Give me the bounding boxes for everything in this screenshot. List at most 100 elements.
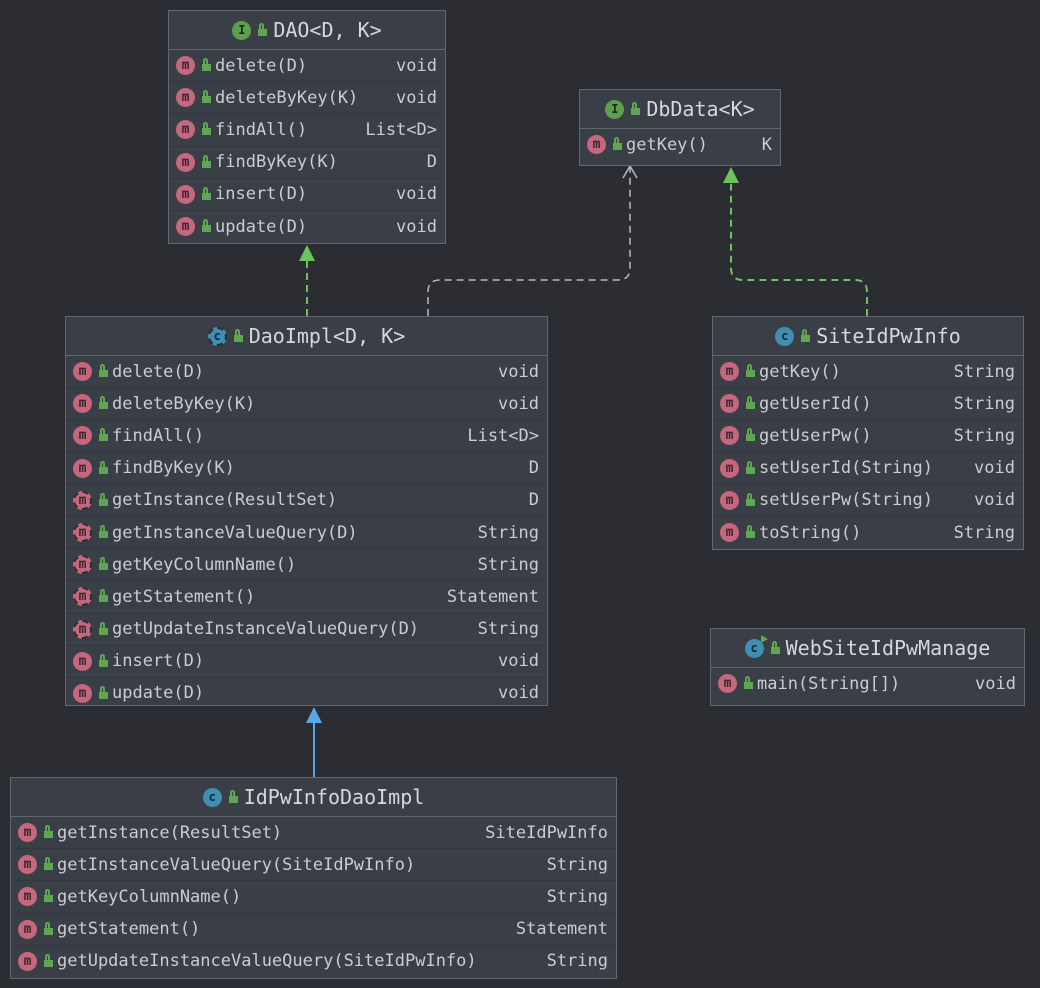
public-lock-icon [44,921,53,935]
public-lock-icon [99,492,108,506]
method-signature: getInstanceValueQuery(SiteIdPwInfo) [57,854,416,875]
method-signature: main(String[]) [757,673,901,694]
method-icon: m [176,120,195,140]
class-header: c SiteIdPwInfo [713,317,1023,356]
public-lock-icon [746,364,755,378]
method-signature: deleteByKey(K) [215,87,359,108]
method-signature: findAll() [112,425,205,446]
method-return-type: D [426,152,437,173]
method-signature: delete(D) [215,55,308,76]
public-lock-icon [631,101,641,115]
public-lock-icon [99,685,108,699]
method-return-type: D [528,458,539,479]
public-lock-icon [44,825,53,839]
method-signature: getKeyColumnName() [112,554,297,575]
abstract-class-icon: c [207,326,227,346]
method-row[interactable]: m update(D) void [169,209,445,242]
method-icon: m [176,56,195,76]
method-return-type: K [761,134,772,155]
class-name: DbData<K> [646,97,755,121]
method-icon: m [73,651,92,671]
method-icon: m [176,217,195,237]
method-icon: m [720,362,739,382]
method-icon: m [73,458,92,478]
public-lock-icon [99,428,108,442]
method-signature: getKey() [759,361,841,382]
method-icon: m [18,823,37,843]
method-signature: findByKey(K) [215,152,338,173]
method-row[interactable]: m findByKey(K) D [169,145,445,178]
method-return-type: String [953,361,1015,382]
method-icon: m [73,683,92,703]
method-signature: findByKey(K) [112,458,235,479]
public-lock-icon [202,186,211,200]
public-lock-icon [202,219,211,233]
method-row[interactable]: m getKey() String [713,356,1023,387]
edge-daoimpl-uses-dbdata [427,168,631,316]
edge-arrowhead-dbdata-open [622,164,638,179]
method-icon: m [176,152,195,172]
method-signature: deleteByKey(K) [112,393,256,414]
method-icon: m [18,887,37,907]
public-lock-icon [746,492,755,506]
public-lock-icon [44,857,53,871]
method-return-type: String [953,425,1015,446]
method-signature: update(D) [215,216,308,237]
method-row[interactable]: m getInstance(ResultSet) SiteIdPwInfo [11,817,616,848]
method-return-type: String [477,522,539,543]
method-icon: m [176,184,195,204]
method-return-type: String [546,886,608,907]
method-signature: getInstance(ResultSet) [57,822,283,843]
public-lock-icon [44,953,53,967]
method-return-type: SiteIdPwInfo [485,822,608,843]
method-return-type: Statement [515,919,608,940]
method-return-type: void [396,216,437,237]
method-icon: m [720,458,739,478]
method-signature: insert(D) [112,651,205,672]
public-lock-icon [746,460,755,474]
public-lock-icon [770,640,780,654]
method-signature: getInstance(ResultSet) [112,490,338,511]
method-icon: m [720,394,739,414]
method-signature: toString() [759,522,862,543]
public-lock-icon [99,653,108,667]
method-icon: m [720,426,739,446]
method-return-type: String [477,619,539,640]
public-lock-icon [99,525,108,539]
abstract-method-icon: m [73,523,92,543]
method-signature: insert(D) [215,184,308,205]
method-icon: m [718,674,737,694]
method-row[interactable]: m findByKey(K) D [66,451,547,484]
